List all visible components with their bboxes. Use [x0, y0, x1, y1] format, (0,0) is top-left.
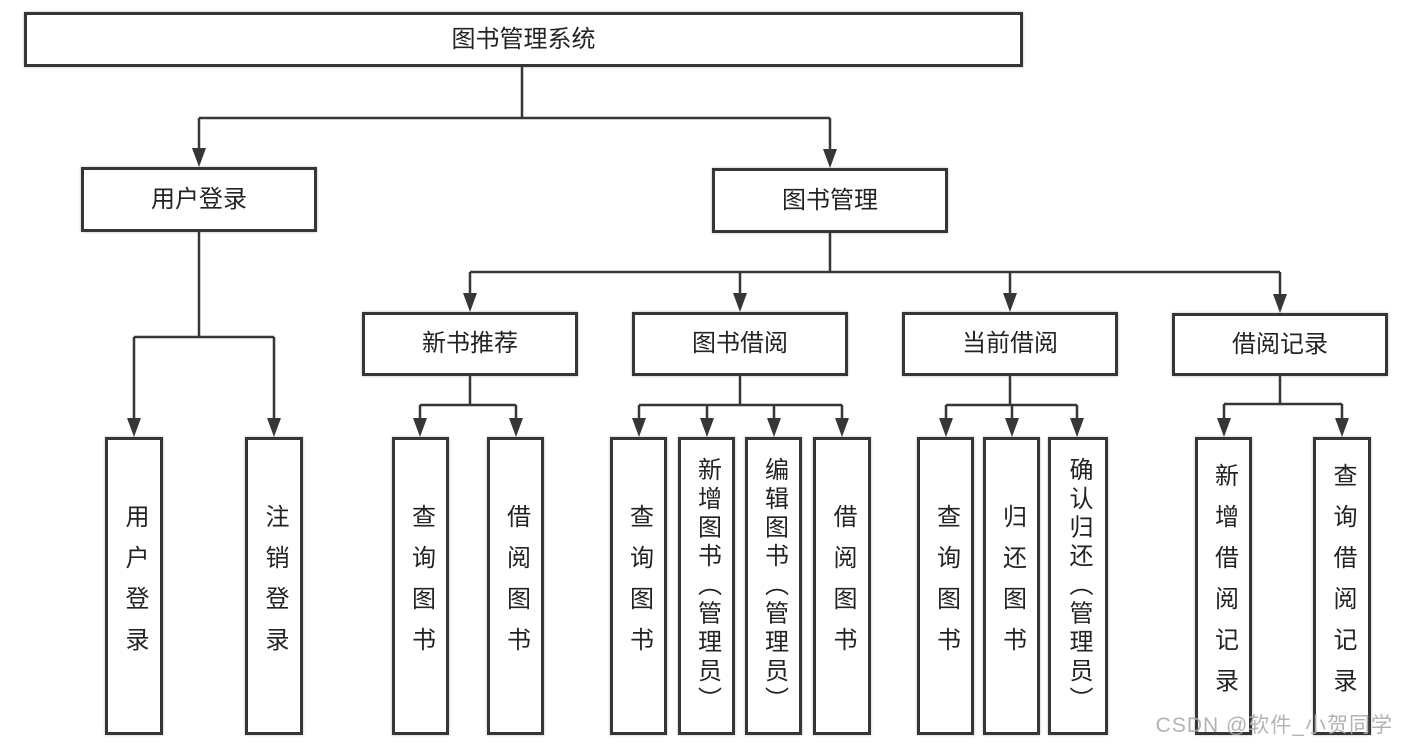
leaf-return-books: 归还图书 — [983, 437, 1040, 735]
leaf-query-books-borrowing: 查询图书 — [610, 437, 667, 735]
leaf-borrow-books-recommend: 借阅图书 — [487, 437, 544, 735]
leaf-query-books-recommend: 查询图书 — [392, 437, 449, 735]
leaf-logout: 注销登录 — [245, 437, 303, 735]
leaf-confirm-return-admin: 确认归还（管理员） — [1048, 437, 1108, 735]
node-new-book-recommend: 新书推荐 — [362, 312, 578, 376]
tree-edges — [132, 65, 1344, 420]
leaf-add-borrow-record: 新增借阅记录 — [1195, 437, 1252, 735]
node-user-login: 用户登录 — [81, 167, 317, 232]
leaf-user-login: 用户登录 — [105, 437, 163, 735]
leaf-edit-book-admin: 编辑图书（管理员） — [745, 437, 802, 735]
leaf-add-book-admin: 新增图书（管理员） — [678, 437, 735, 735]
node-current-borrowing: 当前借阅 — [902, 312, 1118, 376]
leaf-query-borrow-record: 查询借阅记录 — [1313, 437, 1371, 735]
node-library-management-system: 图书管理系统 — [24, 12, 1023, 67]
leaf-query-books-current: 查询图书 — [917, 437, 974, 735]
node-borrowing-records: 借阅记录 — [1172, 313, 1388, 376]
node-book-borrowing: 图书借阅 — [632, 312, 848, 376]
leaf-borrow-books: 借阅图书 — [813, 437, 871, 735]
node-book-management: 图书管理 — [712, 168, 948, 233]
